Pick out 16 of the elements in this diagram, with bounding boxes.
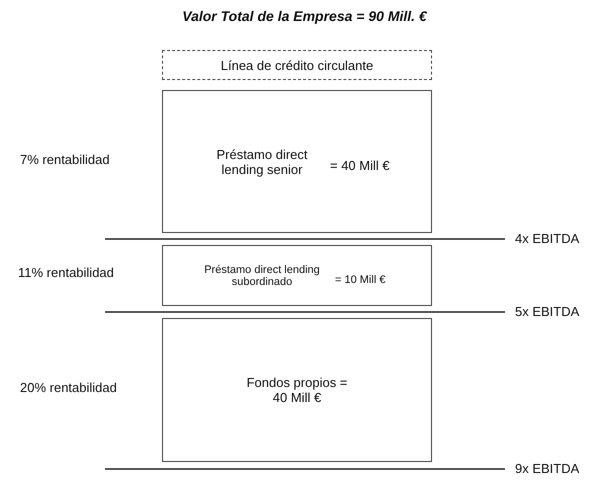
return-label: 11% rentabilidad <box>18 265 114 280</box>
return-label: 7% rentabilidad <box>20 152 110 167</box>
box-label: Fondos propios = 40 Mill € <box>246 375 348 405</box>
title: Valor Total de la Empresa = 90 Mill. € <box>181 8 428 24</box>
amount-text: = 40 Mill € <box>330 158 391 173</box>
ebitda-multiple-label: 9x EBITDA <box>515 461 580 476</box>
senior-loan-box <box>162 90 432 233</box>
equity-box <box>162 318 432 462</box>
ebitda-multiple-label: 4x EBITDA <box>515 231 580 246</box>
box-label: Línea de crédito circulante <box>220 58 374 72</box>
box-label: Préstamo direct lending senior <box>215 146 309 176</box>
amount-text: = 10 Mill € <box>335 274 386 286</box>
subordinated-loan-box <box>162 245 432 306</box>
ebitda-multiple-label: 5x EBITDA <box>515 304 580 319</box>
box-label: Préstamo direct lending subordinado <box>203 264 321 288</box>
return-label: 20% rentabilidad <box>20 380 117 395</box>
